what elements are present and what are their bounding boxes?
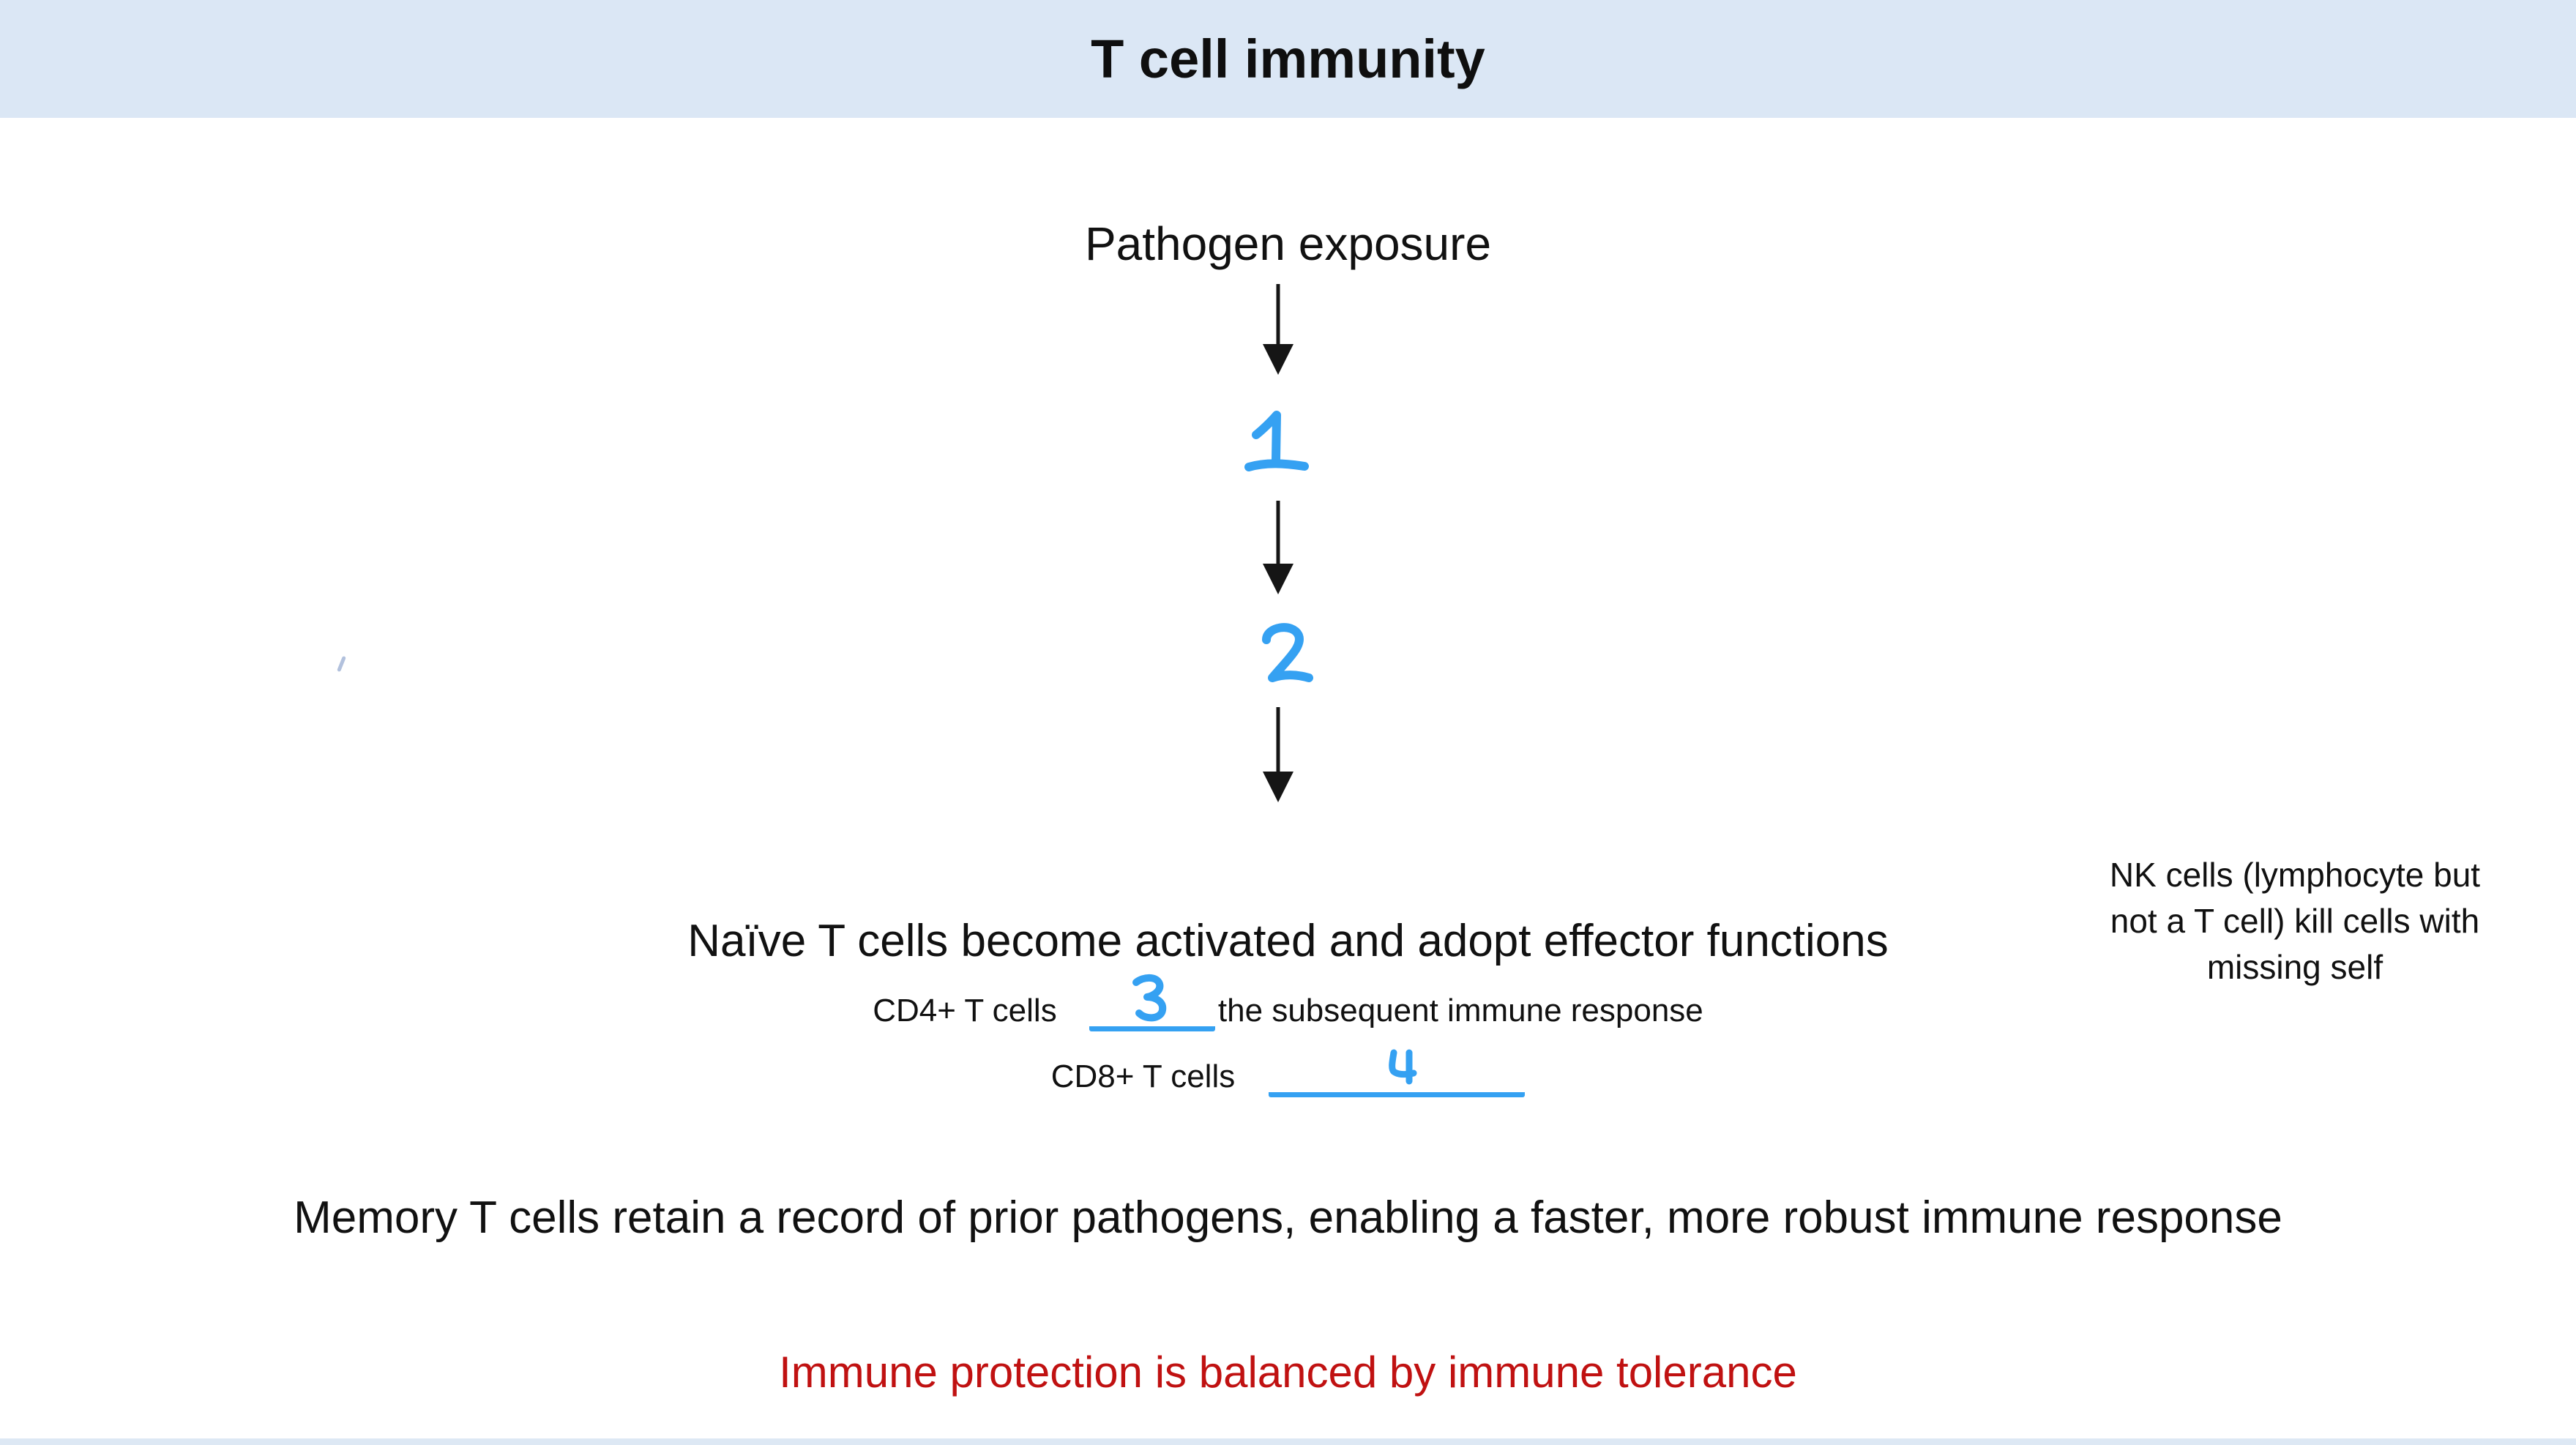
nk-note-line: not a T cell) kill cells with [2110,902,2480,940]
nk-note-line: missing self [2206,948,2383,986]
cd8-answer-blank [1269,1049,1526,1097]
cd4-row: CD4+ T cells the subsequent immune respo… [0,974,2576,1031]
stray-ink-mark [337,655,346,673]
pathogen-exposure-label: Pathogen exposure [1084,217,1492,270]
nk-note-line: NK cells (lymphocyte but [2109,856,2481,894]
tolerance-note: Immune protection is balanced by immune … [779,1348,1797,1397]
handwritten-digit-3 [1132,974,1167,1022]
handwritten-digit-2 [1262,623,1313,682]
memory-note: Memory T cells retain a record of prior … [294,1192,2282,1243]
header-bar: T cell immunity [0,0,2576,118]
page-title: T cell immunity [1091,29,1485,89]
arrow-down-icon [1263,501,1293,594]
cd8-label: CD8+ T cells [1050,1058,1236,1094]
handwritten-digit-1 [1244,411,1309,471]
nk-note: NK cells (lymphocyte but not a T cell) k… [2070,852,2520,990]
cd8-row: CD8+ T cells [0,1049,2576,1097]
cd4-suffix: the subsequent immune response [1217,993,1703,1028]
arrow-down-icon [1263,707,1293,802]
cd4-label: CD4+ T cells [873,993,1066,1028]
activation-heading: Naïve T cells become activated and adopt… [687,916,1889,966]
handwritten-digit-4 [1389,1049,1417,1085]
cd4-answer-blank [1089,974,1215,1031]
footer-bar [0,1438,2576,1445]
arrow-down-icon [1263,284,1293,375]
